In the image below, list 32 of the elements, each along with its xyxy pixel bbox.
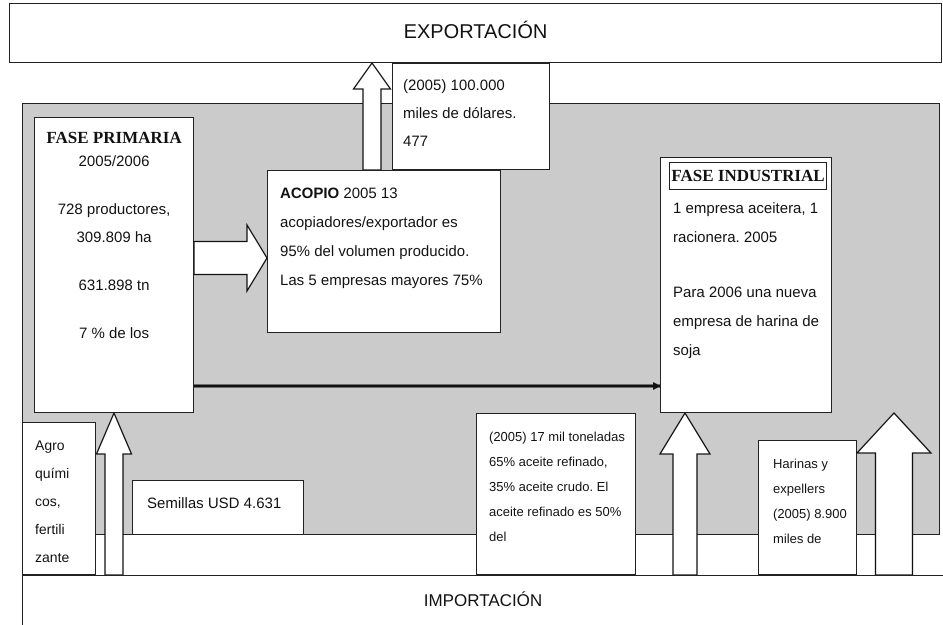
text: 1 empresa aceitera, 1 racionera. 2005: [673, 199, 820, 248]
text-box: [267, 170, 501, 333]
text: EXPORTACIÓN: [402, 20, 548, 44]
heading: FASE PRIMARIA: [45, 128, 183, 148]
block-arrow: [856, 412, 932, 576]
text: (2005) 17 mil toneladas 65% aceite refinado, 35% aceite crudo. El aceite refinado es 50% del: [489, 428, 626, 546]
block-arrow: [96, 411, 132, 576]
text: Harinas y expellers (2005) 8.900 miles de: [773, 455, 848, 548]
text-box: [34, 117, 194, 413]
text-box: [22, 422, 96, 575]
text: Semillas USD 4.631: [147, 494, 282, 514]
arrow: [194, 382, 661, 390]
heading: FASE INDUSTRIAL: [669, 162, 827, 190]
text: Para 2006 una nueva empresa de harina de soja: [673, 283, 820, 361]
text: IMPORTACIÓN: [422, 590, 544, 612]
text: Agro quími cos, fertili zante: [35, 436, 70, 567]
block-arrow: [193, 222, 268, 294]
text: 2005/2006: [78, 152, 150, 172]
text-box: [22, 575, 943, 625]
block-arrow: [352, 62, 392, 171]
text: 631.898 tn: [78, 276, 150, 296]
text: 728 productores, 309.809 ha: [56, 200, 172, 248]
text-box: [660, 157, 832, 413]
text-box: [758, 440, 857, 575]
text-box: [392, 63, 550, 170]
text-box: [9, 3, 942, 63]
text: (2005) 100.000 miles de dólares. 477: [403, 76, 518, 152]
text: ACOPIO 2005 13 acopiadores/exportador es 95% del volumen producido. Las 5 empresas mayores 75%: [280, 184, 484, 291]
text: 7 % de los: [78, 324, 150, 344]
text-box: [476, 413, 636, 575]
text-box: [132, 480, 304, 535]
block-arrow: [658, 412, 712, 576]
